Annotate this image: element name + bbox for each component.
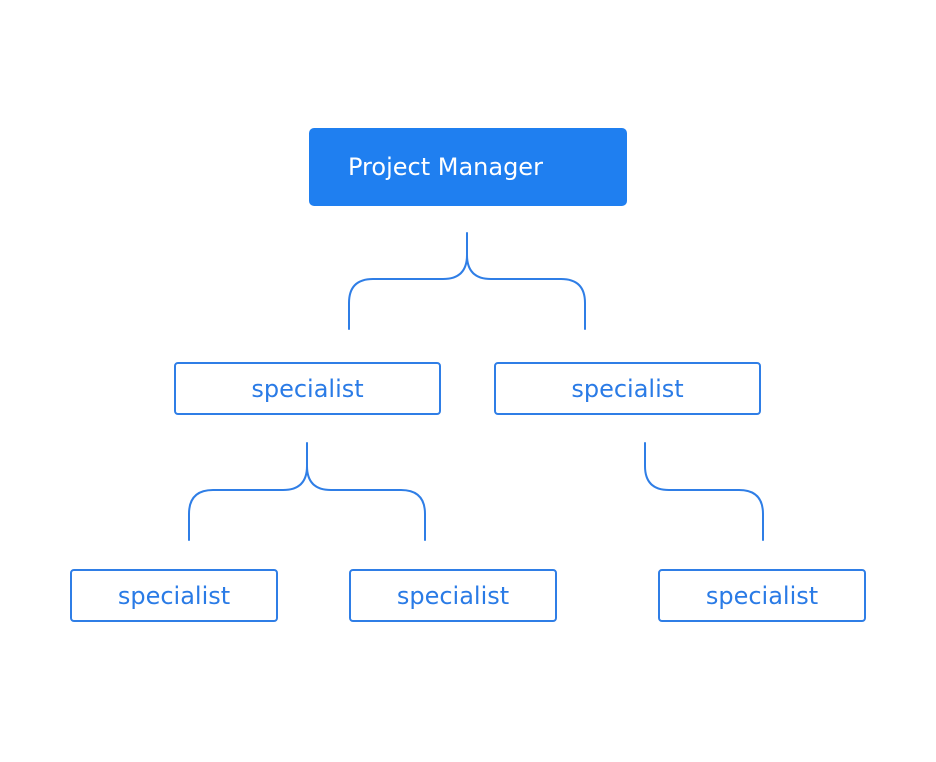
connector-level1b-to-level2 bbox=[644, 442, 764, 541]
specialist-label: specialist bbox=[117, 581, 231, 610]
specialist-label: specialist bbox=[705, 581, 819, 610]
connector-level1a-to-level2 bbox=[188, 442, 426, 541]
specialist-node-level1-left: specialist bbox=[174, 362, 441, 415]
project-manager-node: Project Manager bbox=[309, 128, 627, 206]
specialist-label: specialist bbox=[571, 374, 684, 403]
specialist-node-level2-middle: specialist bbox=[349, 569, 557, 622]
specialist-label: specialist bbox=[251, 374, 364, 403]
project-manager-label: Project Manager bbox=[348, 153, 543, 181]
specialist-label: specialist bbox=[396, 581, 510, 610]
specialist-node-level1-right: specialist bbox=[494, 362, 761, 415]
specialist-node-level2-right: specialist bbox=[658, 569, 866, 622]
specialist-node-level2-left: specialist bbox=[70, 569, 278, 622]
connector-root-to-level1 bbox=[348, 232, 586, 330]
